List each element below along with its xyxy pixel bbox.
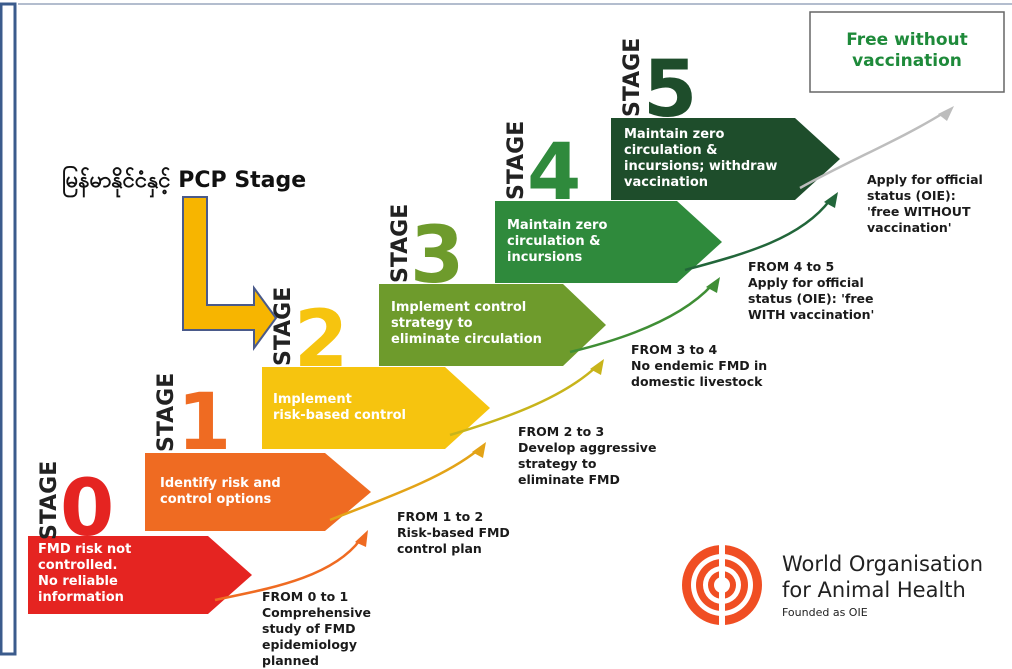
- stage-3-arrow: [379, 284, 606, 366]
- stage-3-word: STAGE: [388, 204, 413, 283]
- stage-2-number: 2: [294, 295, 348, 385]
- oie-logo-icon: [682, 543, 762, 627]
- stage-2-word: STAGE: [271, 287, 296, 366]
- curve-3-4: [569, 284, 713, 354]
- stage-2-text: Implement risk-based control: [273, 392, 407, 423]
- curve-2-3-head: [590, 359, 604, 375]
- curve-1-2: [329, 449, 479, 522]
- curve-0-1: [214, 539, 361, 602]
- stage-4-word: STAGE: [504, 121, 529, 200]
- stage-1-arrow: [145, 453, 371, 531]
- final-status-text: Free without vaccination: [846, 30, 968, 71]
- stage-5-number: 5: [643, 45, 697, 135]
- stage-3-text: Implement control strategy to eliminate …: [391, 300, 542, 347]
- logo-line-1: World Organisation: [782, 552, 984, 576]
- transition-curves: [214, 106, 954, 602]
- stage-4-arrow: [495, 201, 722, 283]
- annotation-label: မြန်မာနိုင်ငံနှင့် PCP Stage: [62, 168, 307, 193]
- stage-2-arrow: [262, 367, 490, 449]
- stage-5-arrow: [611, 118, 840, 200]
- curve-3-4-head: [706, 277, 720, 293]
- transition-4-5-text: FROM 4 to 5 Apply for official status (O…: [748, 259, 875, 322]
- stage-0-word: STAGE: [37, 461, 62, 540]
- stage-5-word: STAGE: [620, 38, 645, 117]
- stage-1-number: 1: [177, 378, 231, 468]
- stage-4-text: Maintain zero circulation & incursions: [507, 218, 608, 265]
- slide-frame-left: [0, 2, 17, 656]
- stage-3-number: 3: [410, 211, 464, 301]
- stage-1-word: STAGE: [154, 373, 179, 452]
- transition-3-4-text: FROM 3 to 4 No endemic FMD in domestic l…: [631, 342, 768, 389]
- logo-line-2: for Animal Health: [782, 578, 966, 602]
- annotation-arrow: [182, 196, 278, 352]
- final-status-box: [809, 11, 1005, 93]
- stage-0-text: FMD risk not controlled. No reliable inf…: [38, 542, 132, 605]
- transition-5-final-text: Apply for official status (OIE): 'free W…: [867, 172, 983, 235]
- transition-2-3-text: FROM 2 to 3 Develop aggressive strategy …: [518, 424, 657, 487]
- stage-0-arrow: [28, 536, 252, 614]
- curve-1-2-head: [472, 442, 486, 458]
- curve-5-final: [799, 110, 946, 190]
- stage-1-text: Identify risk and control options: [160, 476, 281, 507]
- curve-4-5: [684, 199, 831, 272]
- curve-4-5-head: [824, 192, 838, 208]
- stage-0-number: 0: [60, 464, 114, 554]
- curve-5-final-head: [938, 106, 954, 121]
- transition-0-1-text: FROM 0 to 1 Comprehensive study of FMD e…: [262, 589, 372, 668]
- curve-0-1-head: [355, 530, 368, 547]
- curve-2-3: [449, 366, 597, 437]
- stage-5-text: Maintain zero circulation & incursions; …: [624, 127, 778, 190]
- stage-4-number: 4: [527, 128, 581, 218]
- logo-line-3: Founded as OIE: [782, 606, 868, 619]
- transition-1-2-text: FROM 1 to 2 Risk-based FMD control plan: [397, 509, 510, 556]
